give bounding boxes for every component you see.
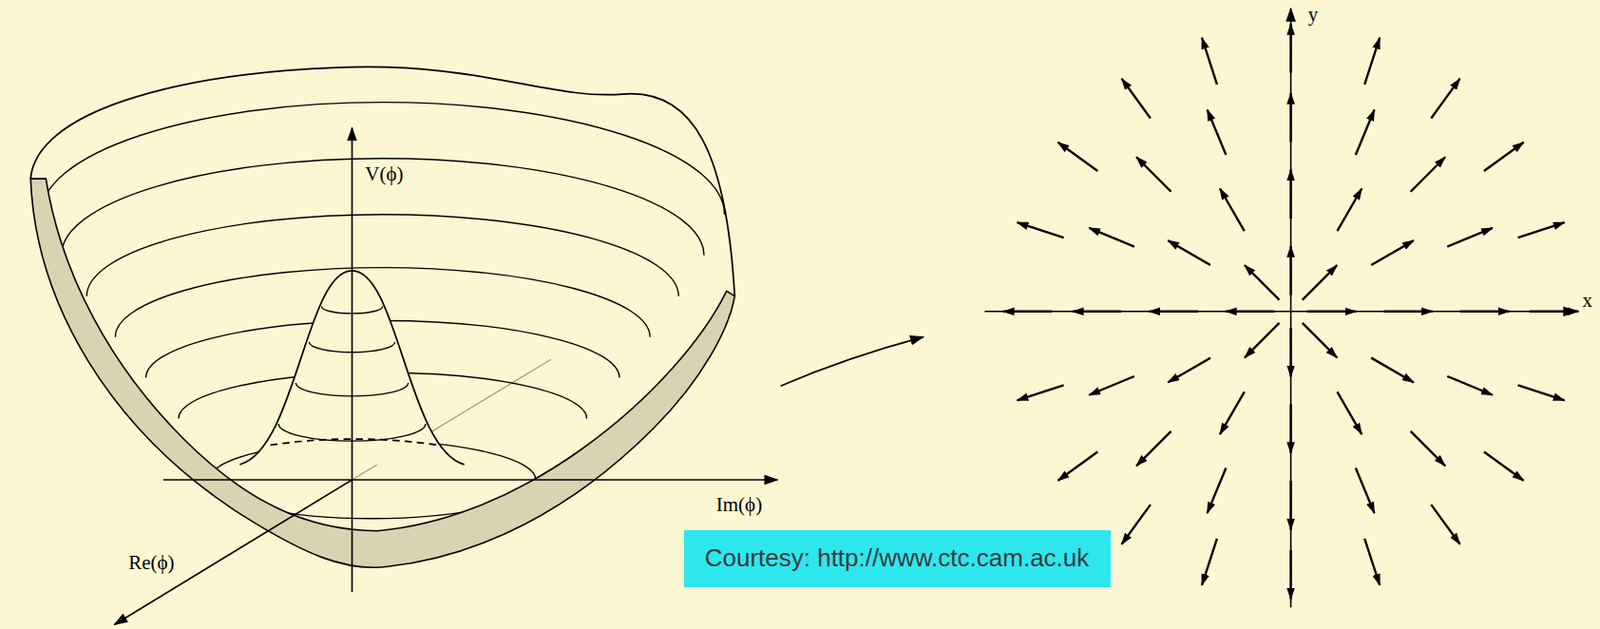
field-arrow <box>1122 78 1151 119</box>
axis-label: Im(ϕ) <box>714 494 764 516</box>
field-arrow <box>1201 538 1218 586</box>
field-arrow <box>1289 327 1292 378</box>
field-arrow <box>1336 188 1362 231</box>
field-arrow <box>1148 310 1199 313</box>
field-arrow <box>1289 404 1292 455</box>
field-arrow <box>1518 222 1565 238</box>
field-arrow <box>1244 265 1279 300</box>
im-axis <box>163 478 779 481</box>
field-arrow <box>1371 240 1414 266</box>
field-arrow <box>1201 38 1218 85</box>
field-arrow <box>1410 431 1446 466</box>
field-arrow <box>1072 310 1123 313</box>
field-arrow <box>1302 323 1337 358</box>
axis-label: V(ϕ) <box>362 163 405 186</box>
field-arrow <box>1355 467 1375 514</box>
axis-label: Re(ϕ) <box>126 552 176 574</box>
transition-arrow <box>780 337 924 387</box>
contour-line <box>60 158 705 256</box>
bowl-rim <box>30 66 735 296</box>
field-arrow <box>1383 310 1433 313</box>
field-arrow <box>1058 451 1099 480</box>
field-arrow <box>1167 240 1211 266</box>
field-arrow <box>1430 504 1460 545</box>
axis-label: y <box>1306 3 1321 26</box>
field-arrow <box>1410 156 1446 191</box>
contour-line <box>86 214 679 297</box>
field-arrow <box>1289 480 1292 531</box>
credit-text: Courtesy: http://www.ctc.cam.ac.uk <box>704 543 1090 573</box>
field-arrow <box>1529 310 1580 313</box>
x-axis <box>984 310 1577 313</box>
field-arrow <box>1430 78 1460 119</box>
field-arrow <box>1289 169 1292 219</box>
field-arrow <box>1518 384 1565 400</box>
cut-section <box>30 178 735 568</box>
y-axis <box>1290 8 1293 608</box>
field-arrow <box>1136 156 1171 191</box>
field-arrow <box>1219 188 1245 231</box>
field-arrow <box>1289 550 1292 600</box>
field-arrow <box>1484 142 1524 172</box>
v-axis <box>351 127 354 592</box>
field-arrow <box>1136 431 1171 466</box>
field-arrow <box>1371 358 1414 383</box>
field-arrow <box>1017 222 1065 238</box>
re-axis <box>114 479 352 626</box>
field-arrow <box>1460 310 1510 313</box>
field-arrow <box>1289 246 1292 296</box>
axis-label: x <box>1580 289 1596 312</box>
field-arrow <box>1447 376 1493 396</box>
hidden-ring <box>270 438 439 445</box>
credit-box: Courtesy: http://www.ctc.cam.ac.uk <box>684 530 1111 588</box>
field-arrow <box>1484 451 1524 480</box>
field-arrow <box>1289 93 1292 143</box>
field-arrow <box>1167 358 1211 383</box>
field-arrow <box>1219 391 1245 435</box>
field-arrow <box>1088 376 1135 396</box>
field-arrow <box>1355 109 1375 155</box>
field-arrow <box>1244 323 1279 358</box>
field-arrow <box>1364 38 1380 85</box>
field-arrow <box>1336 391 1362 435</box>
field-arrow <box>1207 467 1227 514</box>
field-arrow <box>1307 310 1357 313</box>
field-arrow <box>1364 538 1380 586</box>
field-arrow <box>1447 228 1493 248</box>
field-arrow <box>1088 228 1135 248</box>
mexican-hat-potential <box>30 66 778 625</box>
field-arrow <box>1003 310 1053 313</box>
field-arrow <box>1225 310 1276 313</box>
vector-field <box>984 8 1579 608</box>
field-arrow <box>1289 23 1292 74</box>
field-arrow <box>1058 142 1099 172</box>
field-arrow <box>1207 109 1227 155</box>
field-arrow <box>1017 384 1065 400</box>
field-arrow <box>1122 504 1151 545</box>
field-arrow <box>1302 265 1337 300</box>
